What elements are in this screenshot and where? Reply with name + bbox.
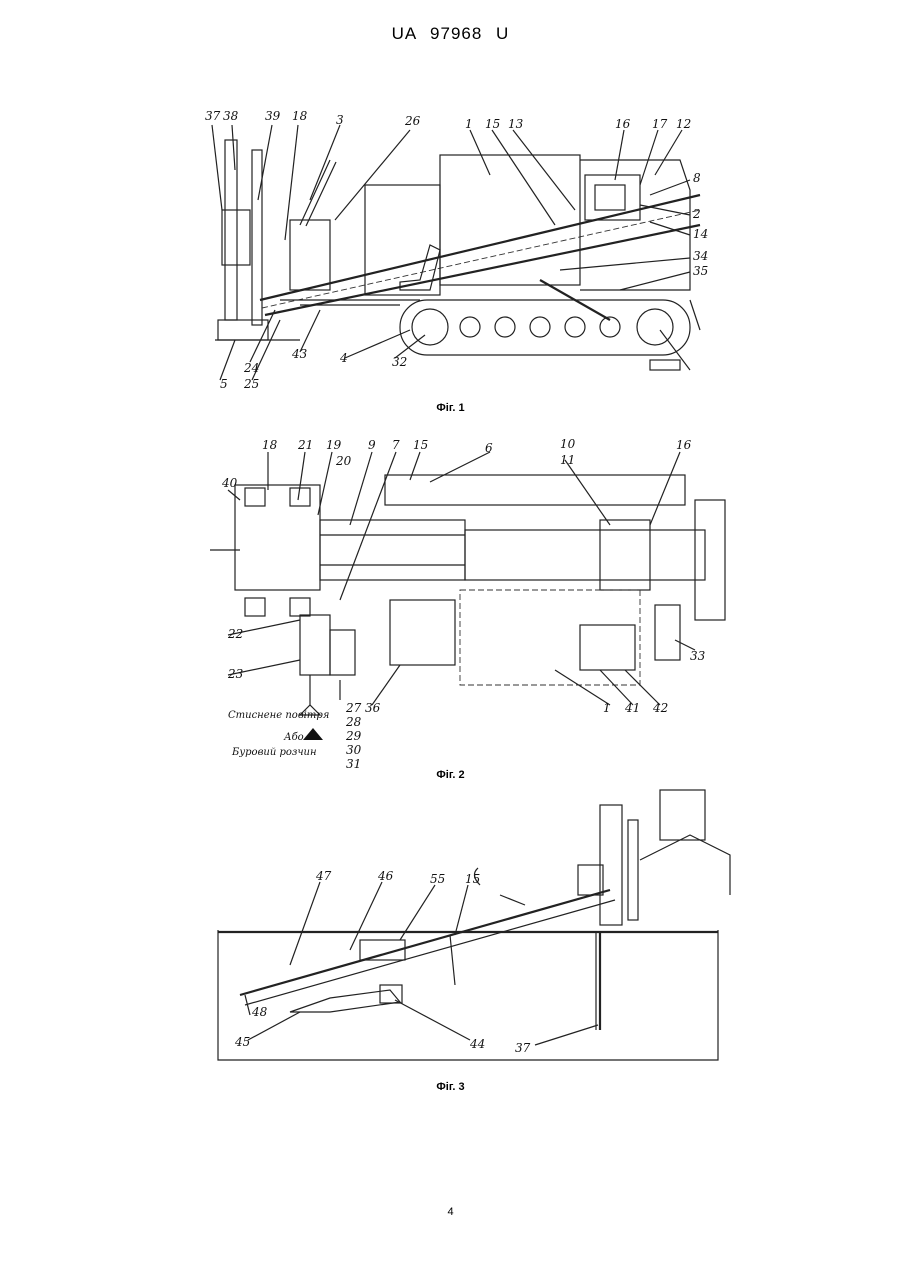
fig1-label: 34	[693, 249, 708, 263]
fig1-label: 32	[392, 355, 407, 369]
fig1-label: 5	[220, 377, 228, 391]
fig3-label: 47	[315, 869, 332, 883]
figure-3-drawing	[218, 790, 730, 1060]
fig2-label: 19	[326, 438, 342, 452]
figure-1-caption: Фіг. 1	[0, 402, 901, 414]
fig3-label: 46	[377, 869, 394, 883]
fig3-label: 55	[430, 872, 445, 886]
fig3-label: 45	[234, 1035, 250, 1049]
fig1-label: 17	[652, 117, 668, 131]
note-or: Або	[283, 732, 304, 743]
fig1-label: 16	[615, 117, 631, 131]
fig2-label: 22	[227, 627, 243, 641]
fig2-label: 29	[345, 729, 362, 743]
figure-2-caption: Фіг. 2	[0, 769, 901, 781]
fig1-label: 12	[676, 117, 691, 131]
fig1-label: 13	[508, 117, 524, 131]
figure-3-leaders	[245, 882, 598, 1045]
fig3-label: 37	[515, 1041, 531, 1055]
fig2-label: 42	[652, 701, 668, 715]
fig2-label: 40	[221, 476, 238, 490]
figure-1-drawing	[215, 140, 700, 370]
fig1-label: 1	[465, 117, 473, 131]
figure-2-drawing	[210, 475, 725, 740]
fig1-label: 2	[692, 207, 701, 221]
fig1-label: 24	[243, 361, 259, 375]
fig1-label: 39	[265, 109, 281, 123]
fig2-label: 28	[345, 715, 362, 729]
fig2-label: 11	[560, 453, 575, 467]
fig3-label: 15	[465, 872, 480, 886]
note-drilling-fluid: Буровий розчин	[231, 747, 317, 758]
figure-3-caption: Фіг. 3	[0, 1081, 901, 1093]
fig1-label: 43	[291, 347, 308, 361]
fig1-label: 14	[693, 227, 708, 241]
fig2-label: 16	[676, 438, 692, 452]
fig1-label: 8	[693, 171, 701, 185]
figure-1-labels: 37 38 39 18 3 26 1 15 13 16 17 12 8 2 14…	[205, 109, 708, 391]
figure-2-leaders	[228, 452, 695, 705]
figure-2-labels: 18 21 19 9 7 15 6 10 11 16 40 20 22 23 3…	[221, 437, 706, 771]
fig2-label: 18	[262, 438, 278, 452]
fig2-label: 9	[368, 438, 376, 452]
fig1-label: 4	[339, 351, 348, 365]
fig1-label: 3	[336, 113, 344, 127]
fig1-label: 25	[243, 377, 259, 391]
fig2-label: 23	[227, 667, 244, 681]
fig3-label: 44	[469, 1037, 485, 1051]
fig1-label: 38	[223, 109, 239, 123]
fig1-label: 15	[485, 117, 500, 131]
fig1-label: 35	[693, 264, 708, 278]
fig2-label: 33	[690, 649, 706, 663]
figure-3-labels: 47 46 55 15 48 45 44 37	[234, 869, 531, 1055]
fig2-label: 41	[624, 701, 640, 715]
fig2-label: 7	[392, 438, 400, 452]
figure-1-leaders	[212, 125, 690, 380]
fig1-label: 26	[404, 114, 421, 128]
fig2-label: 6	[485, 441, 493, 455]
fig2-label: 15	[413, 438, 428, 452]
fig2-label: 20	[335, 454, 352, 468]
fig2-label: 1	[603, 701, 611, 715]
fig1-label: 18	[292, 109, 308, 123]
page-number: 4	[0, 1206, 901, 1218]
fig3-label: 48	[251, 1005, 268, 1019]
fig2-label: 36	[365, 701, 381, 715]
fig2-label: 21	[297, 438, 313, 452]
fig2-label: 30	[346, 743, 362, 757]
fig1-label: 37	[205, 109, 221, 123]
fig2-label: 27	[345, 701, 362, 715]
note-compressed-air: Стиснене повітря	[228, 710, 329, 721]
fig2-label: 10	[560, 437, 576, 451]
